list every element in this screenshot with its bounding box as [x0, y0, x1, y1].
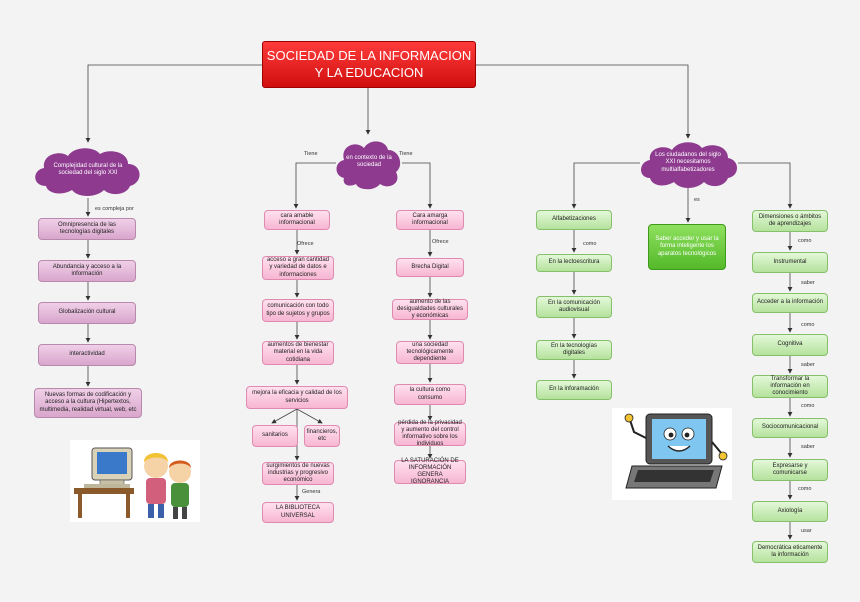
saber-acceder: Saber acceder y usar la forma inteligent…: [648, 224, 726, 270]
label-ofrece-right: Ofrece: [432, 239, 449, 245]
center-left-item-3: aumentos de bienestar material en la vid…: [262, 341, 334, 365]
acceder-informacion: Acceder a la información: [752, 293, 828, 313]
instrumental: Instrumental: [752, 252, 828, 273]
cloud-shape-icon: [641, 142, 737, 188]
cognitiva: Cognitiva: [752, 334, 828, 356]
dimensiones: Dimensiones o ámbitos de aprendizajes: [752, 210, 828, 232]
center-left-item-2: comunicación con todo tipo de sujetos y …: [262, 299, 334, 322]
left-item-1: Omnipresencia de las tecnologías digital…: [38, 218, 136, 240]
expresarse: Expresarse y comunicarse: [752, 459, 828, 481]
center-right-item-4: la cultura como consumo: [394, 384, 466, 405]
left-item-2: Abundancia y acceso a la información: [38, 260, 136, 282]
label-tiene-left: Tiene: [304, 151, 318, 157]
center-left-item-1: acceso a gran cantidad y variedad de dat…: [262, 256, 334, 280]
cloud-shape-icon: [35, 148, 140, 196]
label-c-8: usar: [801, 528, 812, 534]
left-item-4: interactividad: [38, 344, 136, 366]
center-left-item-4: mejora la eficacia y calidad de los serv…: [246, 386, 348, 409]
right-a-item-2: En la lectoescritura: [536, 254, 612, 272]
kids-computer-icon: [70, 440, 200, 522]
center-right-item-5: pérdida de la privacidad y aumento del c…: [394, 420, 466, 447]
sub-item-sanitarios: sanitarios: [252, 425, 298, 447]
transformar: Transformar la información en conocimien…: [752, 375, 828, 398]
democratica: Democrática eticamente la información: [752, 541, 828, 563]
cloud-contexto: en contexto de la sociedad: [334, 134, 404, 190]
alfabetizaciones: Alfabetizaciones: [536, 210, 612, 230]
axiologia: Axiología: [752, 501, 828, 522]
label-c-7: como: [798, 486, 812, 492]
cloud-left-text: Complejidad cultural de la sociedad del …: [53, 162, 123, 176]
label-como-a: como: [583, 241, 597, 247]
label-c-4: saber: [801, 362, 815, 368]
map-title: SOCIEDAD DE LA INFORMACION Y LA EDUCACIO…: [262, 41, 476, 88]
cara-amarga: Cara amarga informacional: [396, 210, 464, 230]
label-genera: Genera: [302, 489, 321, 495]
left-item-3: Globalización cultural: [38, 302, 136, 324]
sociocomunicacional: Sociocomunicacional: [752, 418, 828, 438]
label-c-1: como: [798, 238, 812, 244]
cloud-right-text: Los ciudadanos del siglo XXI necesitamos…: [655, 152, 721, 173]
sub-item-financieros: financieros, etc: [304, 425, 340, 447]
brecha-digital: Brecha Digital: [396, 258, 464, 277]
right-a-item-3: En la comunicación audiovisual: [536, 296, 612, 318]
cloud-center-text: en contexto de la sociedad: [346, 154, 392, 168]
cloud-ciudadanos: Los ciudadanos del siglo XXI necesitamos…: [636, 138, 740, 188]
label-ofrece-left: Ofrece: [297, 241, 314, 247]
center-right-item-3: una sociedad tecnológicamente dependient…: [396, 341, 464, 364]
label-es: es: [694, 197, 700, 203]
biblioteca-universal: LA BIBLIOTECA UNIVERSAL: [262, 502, 334, 523]
right-a-item-5: En la inforamación: [536, 380, 612, 400]
label-c-6: saber: [801, 444, 815, 450]
center-right-item-6: LA SATURACIÓN DE INFORMACIÓN GENERA IGNO…: [394, 458, 466, 485]
center-right-item-2: aumento de las desigualdades culturales …: [392, 299, 468, 320]
label-es-compleja: es compleja por: [95, 206, 134, 212]
cara-amable: cara amable informacional: [264, 210, 330, 230]
laptop-character-icon: [612, 408, 732, 500]
left-item-5: Nuevas formas de codificación y acceso a…: [34, 388, 142, 418]
right-a-item-4: En la tecnologías digitales: [536, 340, 612, 360]
cloud-shape-icon: [336, 141, 401, 190]
center-left-after: surgimientos de nuevas industrias y prog…: [262, 462, 334, 485]
label-c-5: como: [801, 403, 815, 409]
label-c-2: saber: [801, 280, 815, 286]
cloud-complejidad: Complejidad cultural de la sociedad del …: [30, 142, 146, 198]
label-tiene-right: Tiene: [399, 151, 413, 157]
label-c-3: como: [801, 322, 815, 328]
